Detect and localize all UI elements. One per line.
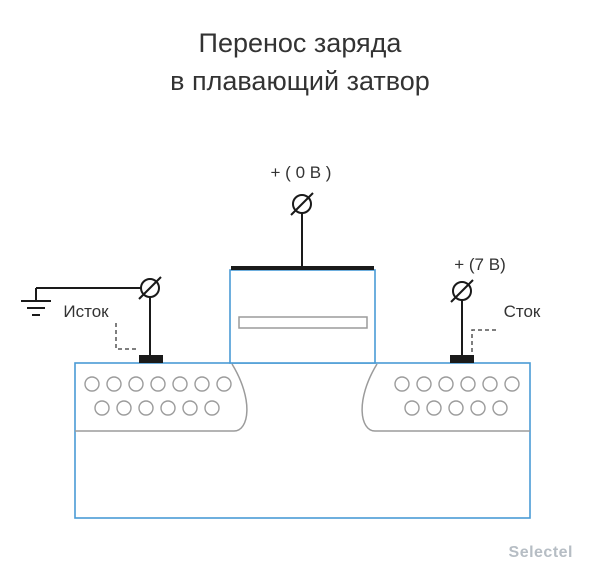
dopant-circle bbox=[394, 376, 410, 392]
floating-gate bbox=[238, 316, 368, 329]
dopant-circle bbox=[470, 400, 486, 416]
dopant-circle bbox=[194, 376, 210, 392]
dopant-circle bbox=[150, 376, 166, 392]
source-pointer-dashed-line bbox=[115, 323, 138, 350]
dopant-circle bbox=[116, 400, 132, 416]
dopant-circle bbox=[460, 376, 476, 392]
dopant-circle bbox=[438, 376, 454, 392]
dopant-circle bbox=[204, 400, 220, 416]
dopant-circle bbox=[172, 376, 188, 392]
drain-contact bbox=[450, 355, 474, 363]
control-gate-contact bbox=[231, 266, 374, 270]
dopant-circle bbox=[492, 400, 508, 416]
source-terminal-slash-icon bbox=[138, 276, 162, 300]
dopant-circle bbox=[94, 400, 110, 416]
drain-voltage-label: + (7 В) bbox=[454, 255, 506, 274]
source-contact bbox=[139, 355, 163, 363]
diagram-title-line-1: Перенос заряда bbox=[199, 28, 403, 58]
dopant-circle bbox=[404, 400, 420, 416]
gate-terminal-slash-icon bbox=[290, 192, 314, 216]
substrate-body bbox=[74, 362, 531, 519]
dopant-circle bbox=[216, 376, 232, 392]
drain-label: Сток bbox=[504, 302, 541, 321]
dopant-circle bbox=[160, 400, 176, 416]
diagram-title-line-2: в плавающий затвор bbox=[170, 66, 430, 96]
dopant-circle bbox=[106, 376, 122, 392]
source-well-boundary bbox=[75, 363, 248, 432]
dopant-circle bbox=[448, 400, 464, 416]
dopant-circle bbox=[128, 376, 144, 392]
dopant-circle bbox=[482, 376, 498, 392]
dopant-circle bbox=[426, 400, 442, 416]
dopant-circle bbox=[84, 376, 100, 392]
gate-voltage-label: + ( 0 В ) bbox=[271, 163, 332, 182]
source-label: Исток bbox=[63, 302, 109, 321]
brand-watermark: Selectel bbox=[509, 544, 573, 561]
drain-well-boundary bbox=[361, 363, 530, 432]
dopant-circle bbox=[138, 400, 154, 416]
ground-icon bbox=[21, 300, 51, 316]
drain-terminal-slash-icon bbox=[450, 279, 474, 303]
dopant-circles bbox=[84, 376, 520, 416]
dopant-circle bbox=[504, 376, 520, 392]
drain-pointer-dashed-line bbox=[471, 329, 496, 352]
dopant-circle bbox=[182, 400, 198, 416]
dopant-circle bbox=[416, 376, 432, 392]
